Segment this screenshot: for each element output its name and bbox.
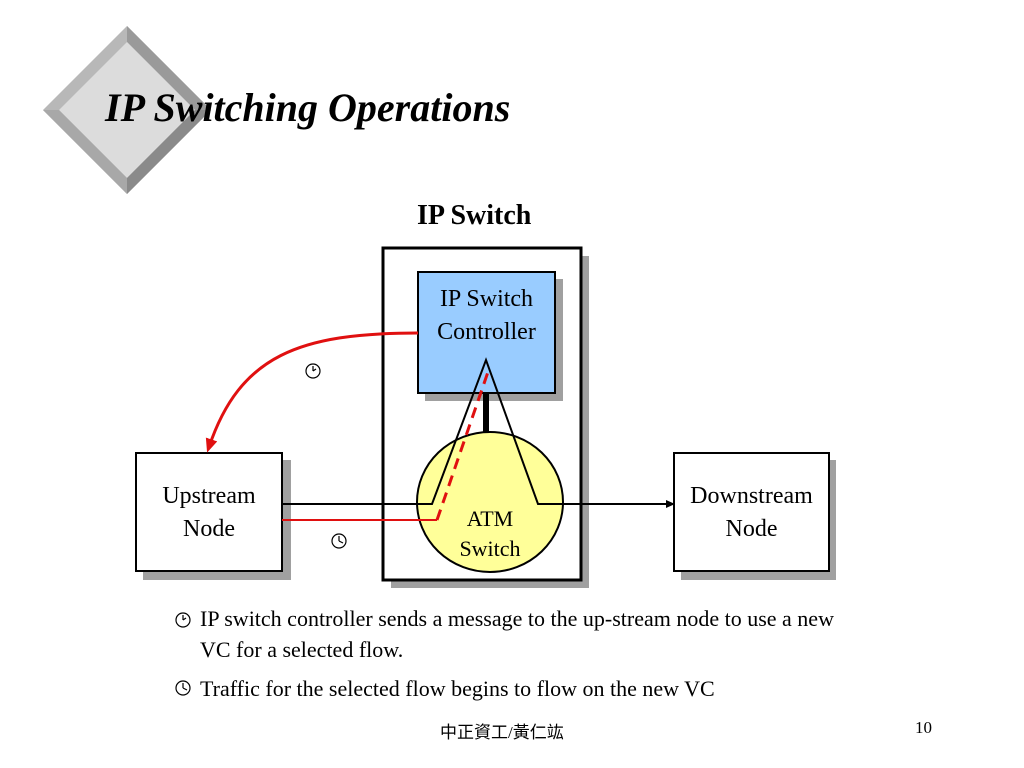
step2-clock-icon xyxy=(331,533,347,549)
upstream-node-label: Upstream Node xyxy=(162,483,256,542)
downstream-node-box xyxy=(673,452,830,572)
step1-clock-icon xyxy=(305,363,321,379)
footer-author: 中正資工/黃仁竑 xyxy=(440,723,564,742)
bullet-1-text: IP switch controller sends a message to … xyxy=(200,606,834,631)
bullet-2: Traffic for the selected flow begins to … xyxy=(200,673,980,704)
atm-switch-circle xyxy=(416,431,564,573)
controller-label: IP Switch Controller xyxy=(437,286,536,345)
slide-title: IP Switching Operations xyxy=(105,85,511,130)
title-diamond-icon xyxy=(43,26,211,194)
bullet1-clock-icon xyxy=(175,612,191,628)
bullet-2-text: Traffic for the selected flow begins to … xyxy=(200,676,715,701)
page-number: 10 xyxy=(915,718,932,737)
downstream-node-label: Downstream Node xyxy=(690,483,813,542)
default-flow-path xyxy=(282,357,675,508)
bullet-1-text-cont: VC for a selected flow. xyxy=(200,637,404,662)
new-vc-cut-through xyxy=(435,368,491,521)
signal-arrow xyxy=(205,331,419,453)
atm-switch-label: ATM Switch xyxy=(459,506,521,561)
controller-box xyxy=(417,271,556,394)
bullet2-clock-icon xyxy=(175,680,191,696)
bullet-1: IP switch controller sends a message to … xyxy=(200,603,980,665)
ip-switch-label: IP Switch xyxy=(417,200,532,231)
upstream-node-box xyxy=(135,452,283,572)
